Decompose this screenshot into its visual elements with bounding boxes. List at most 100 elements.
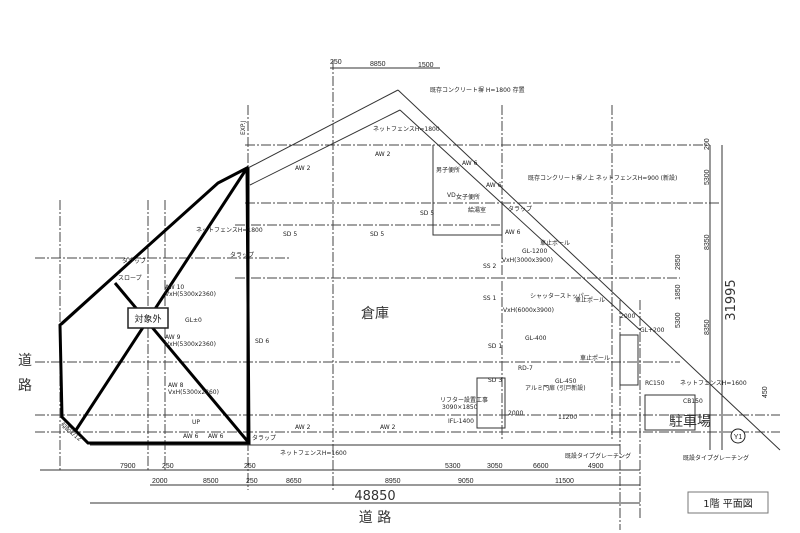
annotation-label: CB150 [683, 398, 703, 405]
annotation-label: 5300 [704, 169, 711, 185]
annotation-label: ネットフェンスH=1800 [196, 227, 263, 234]
annotation-label: SD 5 [420, 210, 434, 217]
annotation-label: 既設タイプグレーチング [565, 452, 631, 460]
annotation-label: 車止ポール [575, 296, 605, 304]
annotation-label: GL-400 [525, 335, 547, 342]
annotation-label: 250 [246, 478, 258, 485]
site-boundary [40, 67, 781, 504]
road-left-2: 路 [18, 378, 32, 394]
annotation-label: SD 3 [488, 377, 502, 384]
annotation-label: VxH(3000x3900) [502, 257, 553, 264]
annotation-label: SD 1 [488, 343, 502, 350]
annotation-label: 8350 [704, 234, 711, 250]
annotation-label: RC150 [645, 380, 665, 387]
drawing-title: 1階 平面図 [703, 498, 753, 510]
annotation-label: VxH(5300x2360) [168, 389, 219, 396]
annotation-label: 250 [244, 463, 256, 470]
annotation-label: GL-450 [555, 378, 577, 385]
annotation-label: 8950 [385, 478, 401, 485]
annotation-label: ネットフェンスH=1800 [373, 126, 440, 133]
annotation-label: 2000 [508, 410, 523, 417]
total-depth: 31995 [724, 279, 739, 320]
annotation-label: 女子便所 [456, 193, 480, 201]
grid-lines [35, 60, 780, 530]
annotation-label: VxH(5300x2360) [165, 341, 216, 348]
annotation-label: 8850 [370, 61, 386, 68]
annotation-label: SD 5 [370, 231, 384, 238]
annotation-label: 1850 [675, 284, 682, 300]
parking-label: 駐車場 [669, 413, 711, 430]
annotation-label: 既存コンクリート塀ノ上 ネットフェンスH=900 (新設) [528, 174, 677, 182]
annotation-label: AW 6 [505, 229, 521, 236]
annotation-label: 11200 [558, 414, 577, 421]
annotation-label: VxH(5300x2360) [165, 291, 216, 298]
annotation-label: UP [192, 419, 200, 426]
annotation-label: AW 6 [462, 160, 478, 167]
annotation-label: 車止ポール [540, 239, 570, 247]
annotation-label: AW 6 [183, 433, 199, 440]
exp-joint: EXP.J [240, 121, 247, 135]
annotation-label: SD 6 [255, 338, 269, 345]
annotation-label: 8650 [286, 478, 302, 485]
annotation-label: VxH(6000x3900) [503, 307, 554, 314]
annotation-label: 車止ポール [580, 354, 610, 362]
annotation-label: タラップ [252, 434, 276, 442]
annotation-label: 8350 [704, 319, 711, 335]
title-box [687, 491, 769, 514]
annotation-label: 2000 [152, 478, 168, 485]
annotation-label: タラップ [122, 257, 146, 265]
annotation-label: リフター設置工事 [440, 396, 488, 404]
grid-mark: Y1 [734, 434, 743, 441]
annotation-label: AW 2 [295, 424, 311, 431]
annotation-label: 既設タイプグレーチング [683, 454, 749, 462]
annotation-label: タラップ [230, 251, 254, 259]
annotation-label: 5300 [675, 312, 682, 328]
annotation-label: 5300 [445, 463, 461, 470]
excluded-label-box [127, 307, 169, 329]
annotation-label: AW 8 [168, 382, 184, 389]
excluded-area-outline [58, 165, 251, 445]
annotation-label: AW 6 [486, 182, 502, 189]
bottom-dimensions-row2: 2000 8500 250 8650 8950 9050 11500 [152, 478, 574, 485]
top-dimensions: 250 8850 1500 [330, 59, 434, 69]
annotation-label: アルミ門扉 (引戸新設) [525, 384, 586, 392]
annotation-label: ネットフェンスH=1600 [280, 450, 347, 457]
annotation-label: AW 9 [165, 334, 181, 341]
annotation-label: AW 10 [165, 284, 184, 291]
annotation-label: GL+200 [640, 327, 665, 334]
annotations: AW 2 AW 2 AW 2 AW 2 AW 6 AW 6 AW 6 AW 6 … [59, 86, 749, 462]
total-width: 48850 [354, 489, 395, 504]
annotation-label: 3050 [487, 463, 503, 470]
annotation-label: VD [447, 192, 456, 199]
annotation-label: RD-7 [518, 365, 533, 372]
excluded-label: 対象外 [134, 313, 161, 325]
annotation-label: 9050 [458, 478, 474, 485]
annotation-label: 7900 [120, 463, 136, 470]
annotation-label: 450 [762, 386, 769, 398]
grid-mark-circle [730, 428, 746, 444]
annotation-label: 11500 [555, 478, 574, 485]
annotation-label: 4900 [588, 463, 604, 470]
warehouse-label: 倉庫 [361, 305, 389, 322]
annotation-label: SS 2 [483, 263, 497, 270]
annotation-label: AW 2 [295, 165, 311, 172]
annotation-label: 200 [704, 138, 711, 150]
annotation-label: 1500 [418, 62, 434, 69]
annotation-label: 2000 [620, 313, 635, 320]
road-left-1: 道 [18, 353, 32, 369]
annotation-label: タラップ [508, 205, 532, 213]
annotation-label: 6600 [533, 463, 549, 470]
right-dimensions: 200 5300 8350 2850 1850 5300 8350 450 [675, 138, 769, 398]
bottom-dimensions-row1: 7900 250 250 5300 3050 6600 4900 [120, 463, 604, 470]
annotation-label: ネットフェンスH=1600 [680, 380, 747, 387]
annotation-label: AW 6 [208, 433, 224, 440]
annotation-label: 給湯室 [468, 206, 486, 214]
annotation-label: GL±0 [185, 317, 202, 324]
annotation-label: SD 5 [283, 231, 297, 238]
annotation-label: 250 [162, 463, 174, 470]
annotation-label: 男子便所 [436, 166, 460, 174]
annotation-label: 3090×1850 [442, 404, 478, 411]
annotation-label: AW 2 [375, 151, 391, 158]
annotation-label: シャッターストッパー [530, 292, 590, 300]
